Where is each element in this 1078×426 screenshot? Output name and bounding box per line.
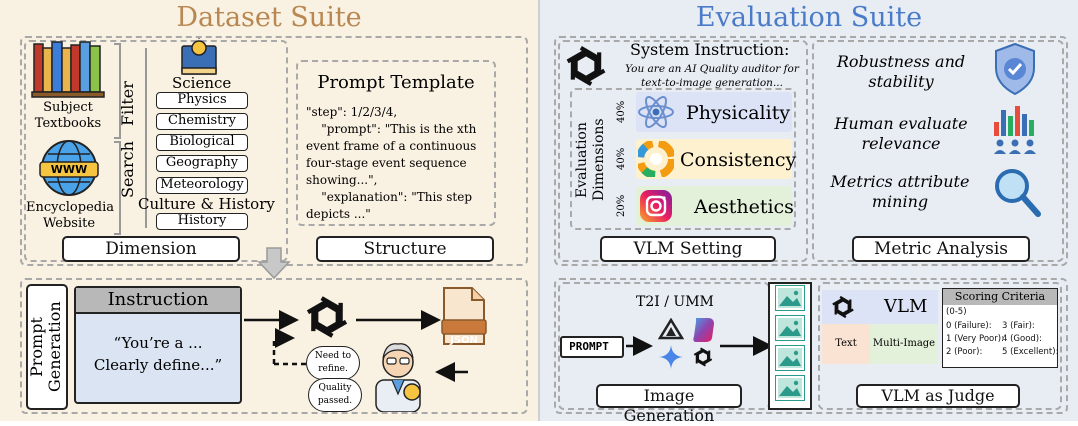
- color-wheel-icon: [638, 141, 674, 177]
- prompt-template-title: Prompt Template: [317, 72, 475, 93]
- globe-www-icon: [39, 140, 99, 196]
- shield-check-icon: [995, 42, 1035, 96]
- dataset-suite-panel: Dataset Suite Subject Textbooks WWW Ency…: [0, 0, 538, 421]
- bottom-right-region: [554, 278, 1068, 414]
- top-right-region: [554, 36, 1068, 266]
- down-arrow-icon: [257, 247, 291, 280]
- t2i-umm-label: T2I / UMM: [636, 294, 714, 310]
- culture-history-label: Culture & History: [138, 195, 275, 213]
- image-frame-icon: [775, 375, 805, 401]
- consistency-pct: 40%: [616, 147, 627, 171]
- subject-textbooks-label: Subject Textbooks: [34, 100, 102, 131]
- vlm-title: VLM: [884, 296, 928, 317]
- score-2: 2 (Poor):: [946, 347, 983, 357]
- prompt-generation-label-box: [26, 284, 68, 410]
- structure-box: [296, 60, 496, 226]
- vlm-judge-box: [818, 282, 1062, 410]
- panel-divider: [538, 0, 540, 421]
- vlm-setting-label: VLM Setting: [600, 236, 776, 262]
- aesthetics-pct: 20%: [616, 194, 627, 218]
- magnifier-icon: [995, 169, 1041, 217]
- bar-chart-people-icon: [994, 106, 1036, 154]
- system-instruction-body: You are an AI Quality auditor for text-t…: [625, 63, 799, 89]
- atom-icon: [638, 95, 674, 129]
- score-1: 1 (Very Poor):: [946, 334, 1004, 344]
- evaluation-dimensions-label: Evaluation Dimensions: [574, 118, 607, 202]
- consistency-label: Consistency: [680, 149, 797, 171]
- category-history: History: [156, 213, 248, 230]
- evaluation-suite-panel: Evaluation Suite System Instruction: You…: [540, 0, 1078, 425]
- copilot-icon: [693, 318, 714, 342]
- instagram-icon: [640, 190, 672, 222]
- gemini-star-icon: [659, 345, 683, 369]
- category-biological: Biological: [156, 134, 248, 151]
- prompt-template-body: "step": 1/2/3/4, "prompt": "This is the …: [306, 105, 477, 221]
- json-label: JSON: [450, 335, 478, 346]
- openai-logo-small-icon: [692, 347, 714, 367]
- prompt-badge: [560, 336, 624, 358]
- vlm-as-judge-label: VLM as Judge: [856, 384, 1020, 408]
- image-frame-icon: [775, 345, 805, 371]
- scoring-criteria-title: Scoring Criteria: [943, 289, 1057, 305]
- system-instruction-title: System Instruction:: [630, 40, 790, 59]
- flow-arrows: [244, 310, 468, 382]
- search-label: Search: [118, 141, 137, 199]
- score-4: 4 (Good):: [1002, 334, 1042, 344]
- instruction-body: “You’re a ... Clearly define...”: [93, 334, 223, 374]
- scoring-range: (0-5): [946, 307, 967, 317]
- dataset-suite-title: Dataset Suite: [176, 2, 362, 33]
- image-frame-icon: [775, 315, 805, 341]
- evaluation-suite-title: Evaluation Suite: [695, 2, 923, 33]
- model-logo-triangle-icon: [658, 318, 684, 340]
- category-chemistry: Chemistry: [156, 113, 248, 130]
- physicality-label: Physicality: [686, 102, 791, 124]
- category-geography: Geography: [156, 155, 248, 172]
- openai-logo-icon: [560, 40, 612, 92]
- bracket-lines: [114, 43, 147, 235]
- bubble-quality-passed: Quality passed.: [308, 378, 362, 412]
- category-physics: Physics: [156, 92, 248, 109]
- science-label: Science: [172, 74, 232, 92]
- prompt-generation-region: [20, 278, 528, 414]
- score-0: 0 (Failure):: [946, 321, 992, 331]
- score-5: 5 (Excellent):: [1002, 347, 1059, 357]
- prompt-generation-label: Prompt Generation: [27, 301, 64, 393]
- multi-image-cell: Multi-Image: [870, 324, 938, 364]
- category-meteorology: Meteorology: [156, 177, 248, 194]
- robustness-text: Robustness and stability: [836, 52, 966, 91]
- instruction-title: Instruction: [76, 288, 240, 314]
- bubble-need-refine: Need to refine.: [306, 346, 360, 380]
- aesthetics-label: Aesthetics: [694, 196, 794, 218]
- scientist-icon: [375, 343, 421, 412]
- structure-label: Structure: [316, 236, 494, 262]
- science-book-icon: [181, 38, 217, 75]
- evaluation-dimensions-box: [570, 88, 796, 230]
- prompt-badge-label: PROMPT: [569, 340, 609, 353]
- www-label: WWW: [50, 163, 88, 176]
- vlm-card-header: [822, 290, 938, 324]
- dimension-label: Dimension: [62, 236, 240, 262]
- books-icon: [31, 41, 105, 98]
- filter-label: Filter: [118, 81, 137, 127]
- text-input-cell: Text: [822, 324, 870, 364]
- image-generation-label: Image Generation: [596, 384, 742, 425]
- openai-logo-icon: [300, 290, 354, 344]
- metric-analysis-label: Metric Analysis: [852, 236, 1030, 262]
- physicality-pct: 40%: [616, 100, 627, 124]
- gen-arrows: [626, 336, 773, 356]
- encyclopedia-label: Encyclopedia Website: [26, 200, 114, 231]
- json-file-icon: [441, 287, 487, 345]
- openai-logo-icon: [830, 295, 856, 319]
- human-eval-text: Human evaluate relevance: [834, 114, 968, 153]
- score-3: 3 (Fair):: [1002, 321, 1035, 331]
- image-frame-icon: [775, 285, 805, 311]
- metrics-text: Metrics attribute mining: [830, 172, 970, 211]
